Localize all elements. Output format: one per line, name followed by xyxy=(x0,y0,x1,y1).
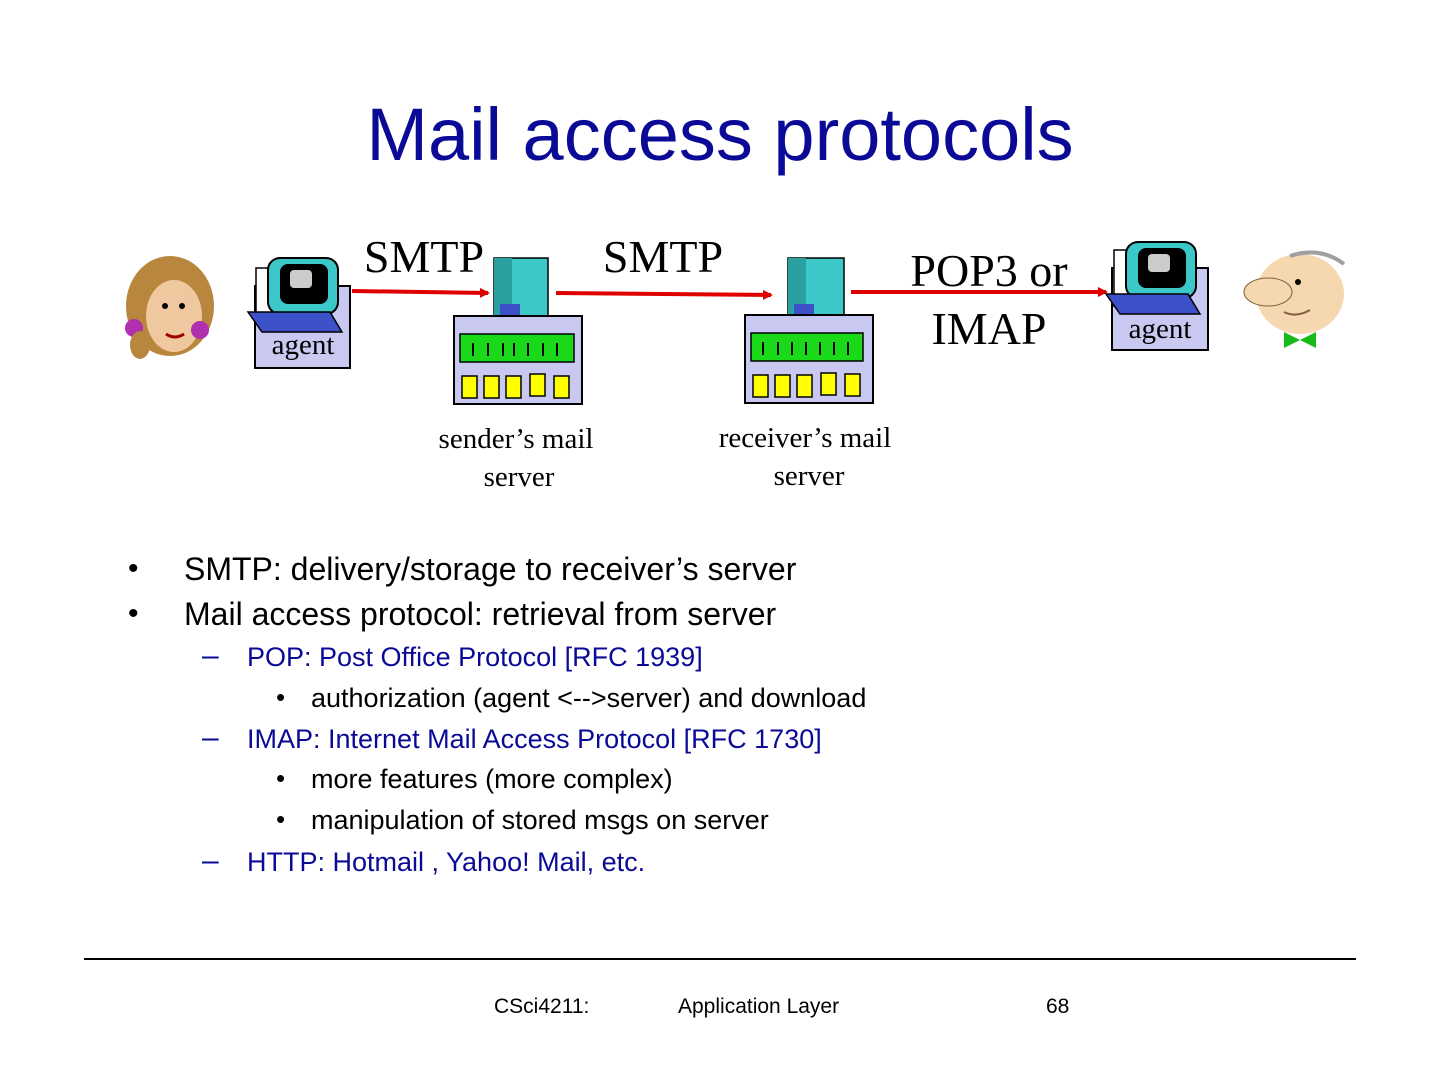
dash-marker: – xyxy=(202,844,219,877)
receiver-server-caption-line2: server xyxy=(774,460,845,492)
pop3-label: POP3 or xyxy=(910,245,1067,296)
sub-bullet-http: HTTP: Hotmail , Yahoo! Mail, etc. xyxy=(247,847,646,877)
imap-label: IMAP xyxy=(931,303,1046,354)
receiver-person-icon xyxy=(1243,250,1346,348)
mail-flow-diagram: agent SMTP sender’s mail server SMTP xyxy=(125,231,1346,493)
sender-mail-server-icon xyxy=(453,257,583,405)
dash-marker: – xyxy=(202,721,219,754)
smtp-label-2: SMTP xyxy=(603,231,723,282)
bullet-dot: • xyxy=(276,804,286,834)
smtp-arrow-1 xyxy=(351,287,490,298)
bullet-mail-access: Mail access protocol: retrieval from ser… xyxy=(184,596,777,632)
smtp-arrow-2 xyxy=(555,289,773,300)
bullet-smtp: SMTP: delivery/storage to receiver’s ser… xyxy=(184,551,797,587)
bullet-dot: • xyxy=(276,682,286,712)
bullet-dot: • xyxy=(276,763,286,793)
sub-sub-bullet-pop-auth: authorization (agent <-->server) and dow… xyxy=(311,683,867,713)
footer-course: CSci4211: xyxy=(494,995,590,1018)
sender-person-icon xyxy=(125,256,214,359)
receiver-mail-server-icon xyxy=(744,257,874,404)
receiver-server-caption-line1: receiver’s mail xyxy=(719,422,892,454)
sender-server-caption-line1: sender’s mail xyxy=(439,423,594,455)
bullet-dot: • xyxy=(128,552,139,585)
footer-page-number: 68 xyxy=(1046,995,1070,1018)
sender-agent-label: agent xyxy=(272,329,335,361)
smtp-label-1: SMTP xyxy=(364,231,484,282)
sub-bullet-pop: POP: Post Office Protocol [RFC 1939] xyxy=(247,642,703,672)
sub-sub-bullet-imap-manipulation: manipulation of stored msgs on server xyxy=(311,805,769,835)
footer-topic: Application Layer xyxy=(678,995,840,1018)
sender-agent-computer-icon xyxy=(246,257,351,369)
receiver-agent-label: agent xyxy=(1129,313,1192,345)
slide-title: Mail access protocols xyxy=(366,93,1074,176)
sub-bullet-imap: IMAP: Internet Mail Access Protocol [RFC… xyxy=(247,724,822,754)
bullet-dot: • xyxy=(128,597,139,630)
sender-server-caption-line2: server xyxy=(484,461,555,493)
dash-marker: – xyxy=(202,639,219,672)
footer-divider xyxy=(84,958,1356,960)
sub-sub-bullet-imap-features: more features (more complex) xyxy=(311,764,673,794)
receiver-agent-computer-icon xyxy=(1104,241,1209,351)
